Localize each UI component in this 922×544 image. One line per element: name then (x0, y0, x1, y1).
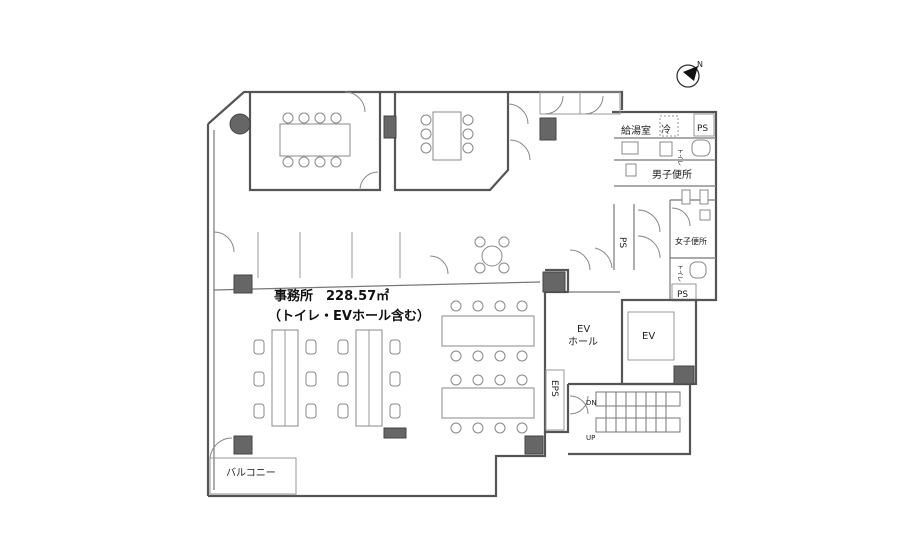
round-table (481, 245, 503, 267)
core (613, 113, 716, 301)
meeting-room-left (229, 91, 382, 192)
ps-mid-label: PS (617, 237, 627, 248)
toilet-label-2: トイレ (676, 264, 683, 282)
ev-hall-label-1: EV (577, 324, 590, 335)
stairs (569, 391, 681, 433)
stair-up-label: UP (586, 434, 595, 442)
womens-toilet-label: 女子便所 (675, 236, 707, 246)
closets (539, 91, 621, 141)
eps-label: EPS (549, 380, 559, 397)
round-pillar (229, 113, 251, 135)
office-subtitle: （トイレ・EVホール含む） (268, 308, 430, 324)
mens-toilet-label: 男子便所 (652, 168, 692, 181)
ev-hall (543, 291, 698, 434)
kitchen-label: 給湯室 (621, 124, 651, 137)
north-arrow-icon (683, 66, 698, 81)
stair-dn-label: DN (586, 399, 597, 407)
toilet-label-1: トイレ (676, 148, 683, 166)
meeting-table-small (432, 111, 462, 161)
ev-hall-label-2: ホール (568, 336, 598, 348)
ev-label: EV (642, 331, 655, 342)
ps-top-label: PS (697, 124, 708, 134)
balcony-label: バルコニー (226, 467, 276, 479)
office-title: 事務所 228.57㎡ (274, 288, 389, 304)
meeting-room-right (383, 92, 531, 192)
north-compass: N (676, 60, 703, 88)
balcony (209, 457, 297, 495)
ps-bottom-label: PS (677, 290, 688, 300)
fridge-label: 冷 (661, 123, 671, 136)
open-area (213, 231, 613, 294)
compass-n-label: N (697, 60, 703, 69)
workstations (209, 300, 544, 461)
meeting-table (279, 123, 351, 157)
